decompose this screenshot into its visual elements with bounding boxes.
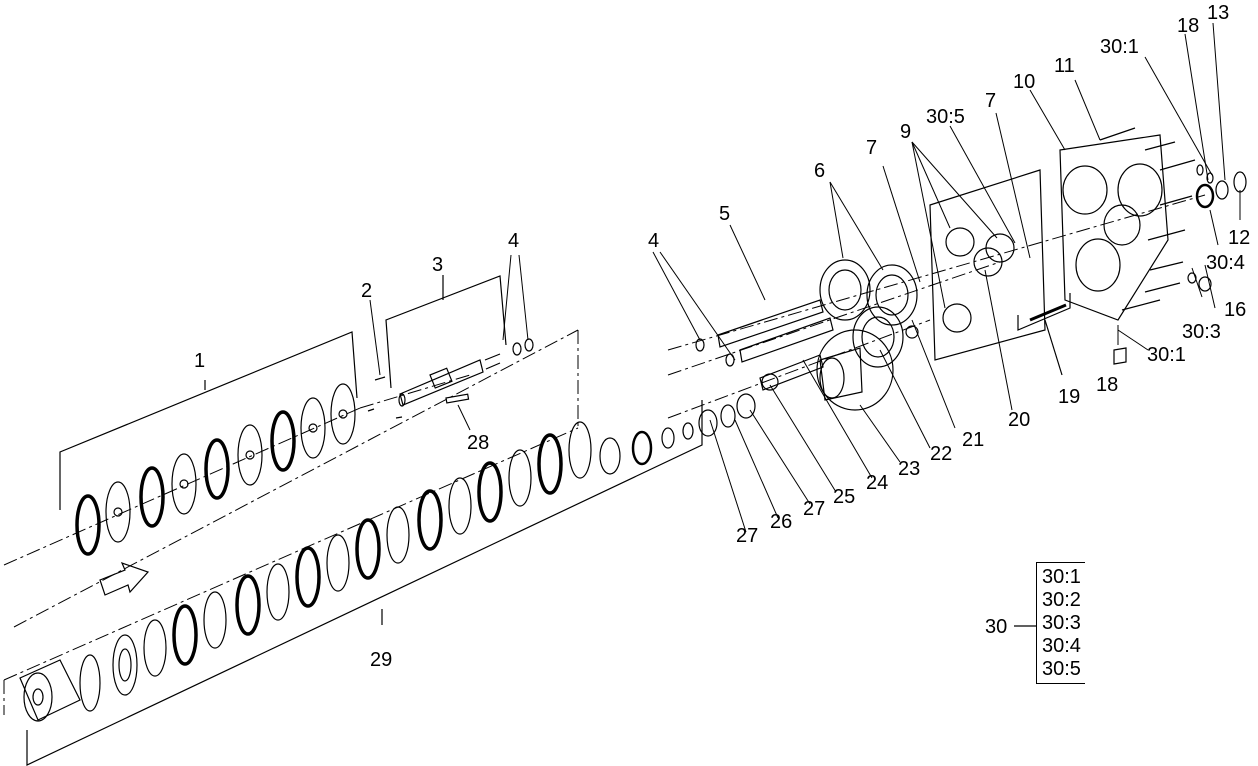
callout-30: 30 (985, 616, 1008, 638)
callout-20: 20 (1008, 409, 1031, 431)
leader-lines (369, 22, 1241, 533)
callout-21: 21 (962, 429, 985, 451)
callout-10: 10 (1013, 71, 1036, 93)
clutch-pack-29 (19, 393, 756, 722)
callout-19: 19 (1058, 386, 1081, 408)
callout-30-5: 30:5 (926, 106, 965, 128)
callout-13: 13 (1207, 2, 1230, 24)
legend-item: 30:1 (1042, 566, 1081, 588)
gasket-plate (929, 169, 1046, 361)
callout-1: 1 (194, 350, 206, 372)
axis-centerlines (3, 194, 1206, 715)
bolts-11 (1099, 127, 1196, 311)
bracket-3 (385, 275, 507, 389)
callout-7: 7 (985, 90, 997, 112)
callout-4: 4 (508, 230, 520, 252)
callout-26: 26 (770, 511, 793, 533)
callout-28: 28 (467, 432, 490, 454)
gear-23 (816, 329, 894, 411)
callout-5: 5 (719, 203, 731, 225)
callout-30-3: 30:3 (1182, 321, 1221, 343)
callout-30-1: 30:1 (1100, 36, 1139, 58)
callout-22: 22 (930, 443, 953, 465)
gears-6 (819, 259, 918, 368)
legend-list: 30:1 30:2 30:3 30:4 30:5 (1042, 566, 1081, 681)
callout-3: 3 (432, 254, 444, 276)
callout-4: 4 (648, 230, 660, 252)
bracket-29 (26, 400, 703, 766)
callout-23: 23 (898, 458, 921, 480)
legend-item: 30:5 (1042, 658, 1081, 680)
callout-30-4: 30:4 (1206, 252, 1245, 274)
legend-item: 30:2 (1042, 589, 1081, 611)
callout-18: 18 (1096, 374, 1119, 396)
callout-16: 16 (1224, 299, 1247, 321)
callout-30-1: 30:1 (1147, 344, 1186, 366)
legend-item: 30:4 (1042, 635, 1081, 657)
shaft-3 (398, 338, 534, 407)
bracket-1 (59, 331, 358, 510)
callout-11: 11 (1054, 55, 1075, 77)
callout-2: 2 (361, 280, 373, 302)
callout-9: 9 (900, 121, 912, 143)
callout-27: 27 (803, 498, 826, 520)
callout-29: 29 (370, 649, 393, 671)
callout-7: 7 (866, 137, 878, 159)
clutch-pack-1 (75, 383, 356, 556)
shaft-group-5 (695, 299, 834, 391)
callout-27: 27 (736, 525, 759, 547)
callout-25: 25 (833, 486, 856, 508)
callout-24: 24 (866, 472, 889, 494)
bracket-19 (1017, 293, 1071, 331)
callout-18: 18 (1177, 15, 1200, 37)
callout-12: 12 (1228, 227, 1251, 249)
housing-10 (1059, 134, 1169, 321)
direction-arrow (99, 561, 150, 596)
callout-6: 6 (814, 160, 826, 182)
legend-bracket (1036, 562, 1085, 684)
legend-item: 30:3 (1042, 612, 1081, 634)
